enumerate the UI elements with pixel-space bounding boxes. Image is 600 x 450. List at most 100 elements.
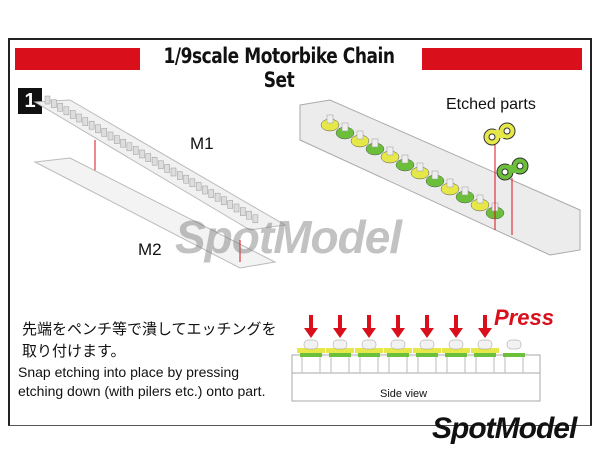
- m1-pin: [202, 185, 208, 195]
- m1-pin: [151, 156, 158, 166]
- pin-head: [390, 339, 406, 350]
- jp-line-1: 先端をペンチ等で潰してエッチングを: [22, 320, 277, 338]
- m1-pin: [51, 99, 57, 108]
- m2-sprue: [33, 157, 277, 269]
- m1-pin: [170, 167, 177, 177]
- etch-plate: [326, 348, 354, 353]
- chain-pin: [476, 194, 484, 204]
- etch-green: [329, 353, 351, 357]
- m1-pin: [69, 110, 76, 119]
- pin-head: [448, 339, 464, 350]
- chain-pin: [386, 146, 394, 156]
- label-m1: M1: [190, 134, 214, 153]
- m1-pin: [145, 153, 152, 162]
- side-view-base: [291, 354, 541, 374]
- m1-pin: [63, 106, 70, 116]
- m1-pin: [88, 120, 95, 130]
- m1-pin: [44, 95, 51, 105]
- m1-pin: [252, 214, 259, 224]
- etch-plate: [355, 348, 383, 353]
- press-arrow-head: [304, 328, 318, 338]
- corner-logo: SpotModel: [432, 412, 577, 445]
- etch-green: [445, 353, 467, 357]
- side-view-body: [291, 372, 541, 402]
- m1-pin: [95, 124, 101, 134]
- m1-pin: [120, 138, 126, 148]
- pin-head: [506, 339, 522, 350]
- press-label: Press: [494, 305, 554, 330]
- m1-pin: [114, 135, 120, 144]
- etched-part-green: [496, 157, 529, 181]
- en-line-1: Snap etching into place by pressing: [18, 364, 240, 380]
- chain-pin: [326, 114, 334, 124]
- m1-pin: [101, 128, 107, 137]
- press-arrow-head: [333, 328, 347, 338]
- etch-green: [503, 353, 525, 357]
- press-arrow-head: [362, 328, 376, 338]
- instructions-japanese: 先端をペンチ等で潰してエッチングを 取り付けます。: [22, 318, 277, 362]
- etch-plate: [413, 348, 441, 353]
- m1-pin: [126, 142, 133, 152]
- m1-pin: [107, 131, 114, 141]
- label-etched-parts: Etched parts: [446, 96, 536, 113]
- title-bar-right: [422, 48, 582, 70]
- m1-pin: [57, 102, 63, 112]
- m1-pin: [221, 196, 227, 206]
- side-view-pins: [297, 315, 525, 373]
- watermark-logo: SpotModel: [175, 211, 402, 263]
- m1-pin: [195, 182, 202, 191]
- instruction-frame: [8, 38, 592, 426]
- pin-head: [332, 339, 348, 350]
- etch-green: [387, 353, 409, 357]
- etch-green: [300, 353, 322, 357]
- etch-green: [474, 353, 496, 357]
- etch-green: [416, 353, 438, 357]
- etch-plate: [297, 348, 325, 353]
- m1-pin: [82, 117, 89, 126]
- m1-pin: [183, 174, 189, 184]
- etched-part-yellow: [483, 122, 516, 146]
- title-bar-left: [15, 48, 140, 70]
- pin-head: [361, 339, 377, 350]
- m1-pin: [227, 200, 233, 209]
- etch-green: [358, 353, 380, 357]
- chain-pin: [401, 154, 409, 164]
- m1-pin: [164, 164, 170, 173]
- jp-line-2: 取り付けます。: [22, 342, 126, 360]
- m1-pin: [177, 171, 183, 180]
- press-arrow-head: [391, 328, 405, 338]
- chain-pin: [371, 138, 379, 148]
- etch-plate: [384, 348, 412, 353]
- m1-pin: [214, 192, 221, 202]
- m1-pin: [76, 113, 82, 123]
- chain-pin: [446, 178, 454, 188]
- side-view-label: Side view: [380, 388, 428, 400]
- chain-pin: [461, 186, 469, 196]
- chain-pin: [431, 170, 439, 180]
- etch-plate: [442, 348, 470, 353]
- en-line-2: etching down (with pilers etc.) onto par…: [18, 383, 266, 399]
- label-m2: M2: [138, 240, 162, 259]
- chain-links: [320, 114, 505, 220]
- m1-pin: [240, 207, 246, 216]
- page-title: 1/9scale Motorbike Chain Set: [163, 44, 395, 92]
- m1-pin: [139, 149, 145, 159]
- chain-pin: [341, 122, 349, 132]
- pin-head: [477, 339, 493, 350]
- m1-pin: [132, 146, 139, 155]
- m1-pin: [208, 189, 215, 198]
- step-number: 1: [18, 88, 42, 114]
- press-arrow-head: [478, 328, 492, 338]
- chain-pin: [356, 130, 364, 140]
- m1-pin: [233, 203, 240, 213]
- pin-head: [303, 339, 319, 350]
- m1-pin: [158, 160, 164, 170]
- pin-head: [419, 339, 435, 350]
- etch-plate: [471, 348, 499, 353]
- press-arrow-head: [449, 328, 463, 338]
- instructions-english: Snap etching into place by pressing etch…: [18, 363, 265, 401]
- chain-pin: [416, 162, 424, 172]
- m1-pins: [44, 95, 259, 224]
- press-arrow-head: [420, 328, 434, 338]
